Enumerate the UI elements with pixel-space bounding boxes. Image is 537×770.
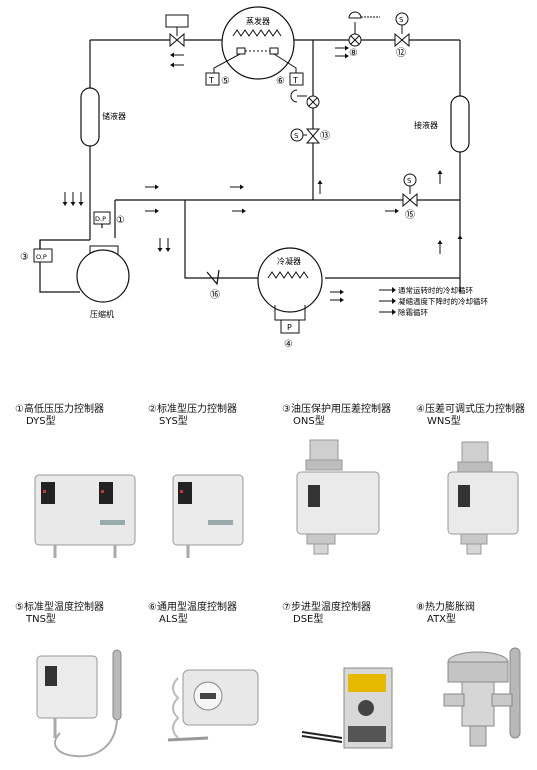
general-thermostat-photo: [167, 669, 259, 742]
adjustable-differential-switch-photo: [447, 441, 519, 555]
product-model: TNS型: [26, 614, 56, 625]
product-title: ⑤标准型温度控制器: [15, 602, 104, 613]
temp-sensor-6: [289, 72, 304, 86]
product-wns: ④压差可调式压力控制器 WNS型: [416, 400, 537, 570]
marker-8: ⑧: [349, 48, 358, 59]
evaporator-label: 蒸发器: [246, 16, 270, 26]
marker-13: ⑬: [320, 130, 330, 142]
product-tns: ⑤标准型温度控制器 TNS型: [15, 598, 145, 768]
marker-16: ⑯: [210, 289, 220, 301]
product-sys: ②标准型压力控制器 SYS型: [148, 400, 278, 570]
legend: 通常运转时的冷却循环 凝缩温度下降时的冷却循环 除霜循环: [379, 285, 488, 317]
flow-arrow-head: [155, 184, 159, 190]
product-als: ⑥通用型温度控制器 ALS型: [148, 598, 278, 768]
compressor: [76, 249, 130, 303]
product-atx: ⑧热力膨胀阀 ATX型: [416, 598, 537, 768]
receiver-right: [450, 95, 470, 153]
flow-arrow-head: [437, 170, 443, 174]
product-model: DYS型: [26, 416, 56, 427]
product-model: SYS型: [159, 416, 188, 427]
flow-arrow-head: [340, 297, 344, 303]
flow-arrow-head: [70, 202, 76, 206]
flow-arrow-head: [395, 208, 399, 214]
evaporator: [221, 6, 295, 80]
marker-12: ⑫: [396, 47, 406, 59]
svg-text:T: T: [208, 76, 214, 85]
marker-4: ④: [284, 339, 293, 350]
valve-15: [402, 192, 418, 208]
pipe-compressor-op: [39, 240, 80, 293]
pressure-switch-4: [280, 319, 300, 334]
receiver-left: [80, 87, 100, 147]
product-dse: ⑦步进型温度控制器 DSE型: [282, 598, 412, 768]
marker-5: ⑤: [221, 76, 230, 87]
product-title: ③油压保护用压差控制器: [282, 404, 391, 415]
svg-text:T: T: [292, 76, 298, 85]
flow-arrow-head: [170, 52, 174, 58]
flow-arrow-head: [157, 248, 163, 252]
flow-arrow-head: [155, 208, 159, 214]
product-title: ④压差可调式压力控制器: [416, 404, 525, 415]
legend-item-defrost: 除霜循环: [398, 307, 428, 317]
product-title: ⑧热力膨胀阀: [416, 602, 475, 613]
legend-item-normal: 通常运转时的冷却循环: [398, 285, 473, 295]
pipe-branch-down: [184, 200, 258, 279]
solenoid-coil-top: [165, 14, 189, 28]
marker-15: ⑮: [405, 209, 415, 221]
dual-pressure-switch-photo: [34, 474, 136, 558]
svg-text:P: P: [287, 323, 292, 332]
flow-arrow-head: [78, 202, 84, 206]
product-ons: ③油压保护用压差控制器 ONS型: [282, 400, 412, 570]
receiver-left-label: 储液器: [102, 111, 126, 121]
op-switch: [33, 248, 53, 263]
flow-arrow-head: [170, 62, 174, 68]
svg-text:S: S: [407, 177, 412, 185]
product-model: ALS型: [159, 614, 188, 625]
flow-arrow-head: [317, 180, 323, 184]
product-model: ONS型: [293, 416, 325, 427]
step-thermostat-photo: [301, 667, 393, 749]
svg-text:D.P: D.P: [95, 215, 106, 223]
flow-arrow-head: [457, 235, 463, 239]
check-valve-16: [206, 269, 220, 286]
product-title: ①高低压压力控制器: [15, 404, 104, 415]
pressure-switch-photo: [172, 474, 244, 558]
valve-top-left: [169, 32, 185, 48]
temp-sensor-5: [205, 72, 220, 86]
marker-1: ①: [116, 215, 125, 226]
marker-6: ⑥: [276, 76, 285, 87]
product-dys: ①高低压压力控制器 DYS型: [15, 400, 145, 570]
flow-arrow-head: [62, 202, 68, 206]
condenser: [257, 247, 323, 313]
flow-arrow-head: [242, 208, 246, 214]
receiver-right-label: 接液器: [414, 120, 438, 130]
flow-arrow-head: [340, 289, 344, 295]
thermostat-with-bulb-photo: [36, 649, 122, 758]
refrigeration-schematic: 储液器 接液器 蒸发器 T ⑤ T ⑥ ⑧ S ⑫ S ⑬ S ⑮ 压缩机: [20, 6, 488, 350]
svg-text:O.P: O.P: [36, 253, 47, 261]
product-title: ⑦步进型温度控制器: [282, 602, 371, 613]
compressor-label: 压缩机: [90, 309, 114, 319]
product-model: WNS型: [427, 416, 461, 427]
flow-arrow-head: [240, 184, 244, 190]
flow-arrow-head: [345, 45, 349, 51]
flow-arrows: [62, 45, 463, 303]
product-model: ATX型: [427, 614, 457, 625]
expansion-valve-photo: [443, 647, 521, 747]
dp-switch: [93, 211, 111, 225]
legend-item-low-condense: 凝缩温度下降时的冷却循环: [398, 296, 488, 306]
valve-12: [394, 32, 410, 48]
condenser-label: 冷凝器: [277, 256, 301, 266]
flow-arrow-head: [345, 53, 349, 59]
oil-differential-switch-photo: [296, 439, 380, 555]
valve-13: [305, 128, 321, 144]
product-title: ⑥通用型温度控制器: [148, 602, 237, 613]
product-title: ②标准型压力控制器: [148, 404, 237, 415]
marker-3: ③: [20, 252, 29, 263]
flow-arrow-head: [437, 240, 443, 244]
product-model: DSE型: [293, 614, 324, 625]
flow-arrow-head: [165, 248, 171, 252]
svg-text:S: S: [399, 16, 404, 24]
svg-text:S: S: [294, 132, 299, 140]
